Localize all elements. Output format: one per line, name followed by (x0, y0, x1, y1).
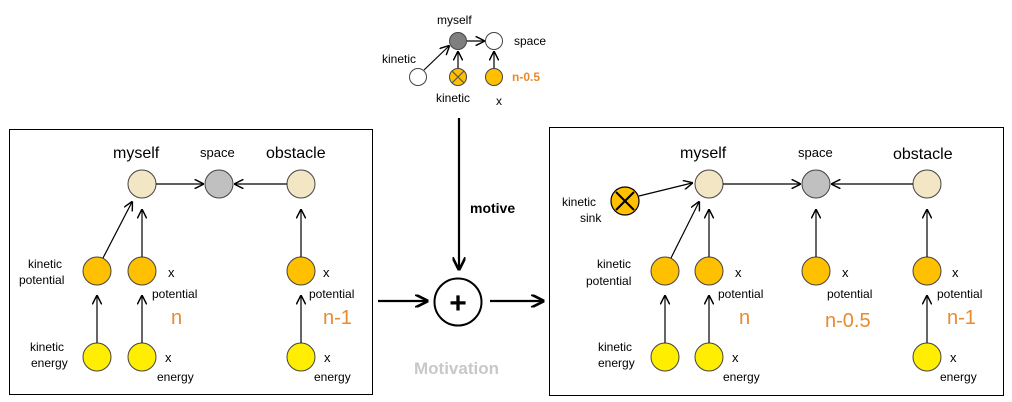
right-obstacle-energy-x: x (950, 350, 957, 365)
left-panel-frame (9, 129, 373, 395)
top-kinetic-sink-node (449, 68, 467, 86)
left-space-label: space (200, 145, 235, 160)
right-x-potential-x: x (735, 265, 742, 280)
right-level-n1: n-1 (947, 307, 976, 329)
left-obstacle-energy-x: x (324, 350, 331, 365)
top-space-node (485, 32, 503, 50)
left-level-n: n (171, 307, 182, 329)
left-obstacle-potential-node (286, 256, 316, 286)
left-obstacle-potential-label: potential (309, 287, 354, 301)
left-x-potential-x: x (168, 265, 175, 280)
right-obstacle-potential-node (912, 256, 942, 286)
right-obstacle-label: obstacle (893, 146, 953, 163)
top-kinetic-bottom-label: kinetic (436, 91, 470, 105)
right-kinetic-energy-node (650, 342, 680, 372)
left-kinetic-potential-node (82, 256, 112, 286)
right-space-node (801, 169, 831, 199)
right-myself-node (694, 169, 724, 199)
right-myself-label: myself (680, 145, 727, 162)
left-obstacle-x: x (323, 265, 330, 280)
right-mid-x: x (842, 265, 849, 280)
left-x-energy-label: energy (157, 370, 194, 384)
right-x-energy-node (694, 342, 724, 372)
center-combiner: motive + Motivation (378, 118, 543, 378)
left-obstacle-node (286, 169, 316, 199)
left-kinetic-energy-node (82, 342, 112, 372)
right-level-n05: n-0.5 (825, 310, 871, 332)
left-myself-label: myself (113, 145, 160, 162)
right-panel-frame (549, 127, 1004, 396)
right-obstacle-energy-node (912, 342, 942, 372)
left-space-node (204, 169, 234, 199)
right-kinetic-energy-label-2: energy (598, 356, 635, 370)
right-obstacle-x: x (952, 265, 959, 280)
right-kinetic-sink-label-1: kinetic (562, 195, 596, 209)
top-kinetic-left-label: kinetic (382, 52, 416, 66)
right-mid-potential-label: potential (827, 287, 872, 301)
right-obstacle-node (912, 169, 942, 199)
top-space-label: space (514, 34, 546, 48)
right-space-label: space (798, 145, 833, 160)
right-kinetic-energy-label-1: kinetic (598, 340, 632, 354)
top-myself-node (449, 32, 467, 50)
top-level-label: n-0.5 (512, 70, 540, 84)
right-kinetic-sink-label-2: sink (580, 211, 602, 225)
right-kinetic-potential-label-1: kinetic (597, 257, 631, 271)
top-myself-label: myself (437, 13, 472, 27)
left-obstacle-energy-node (286, 342, 316, 372)
left-x-potential-node (127, 256, 157, 286)
left-kinetic-potential-label-2: potential (19, 273, 64, 287)
left-myself-node (127, 169, 157, 199)
right-x-energy-label: energy (723, 370, 760, 384)
right-mid-potential-node (801, 256, 831, 286)
right-x-potential-label: potential (718, 287, 763, 301)
left-kinetic-potential-arrow (102, 202, 132, 259)
left-panel: myself space obstacle kinetic potential … (9, 129, 373, 395)
right-kinetic-potential-arrow (670, 202, 699, 259)
left-obstacle-label: obstacle (266, 145, 326, 162)
right-x-potential-node (694, 256, 724, 286)
left-kinetic-energy-label-1: kinetic (30, 340, 64, 354)
top-kinetic-node (409, 68, 427, 86)
left-level-n1: n-1 (323, 307, 352, 329)
left-kinetic-potential-label-1: kinetic (28, 257, 62, 271)
right-kinetic-potential-node (650, 256, 680, 286)
motivation-label: Motivation (414, 359, 499, 378)
right-kinetic-sink-node (610, 186, 640, 216)
left-kinetic-energy-label-2: energy (31, 356, 68, 370)
left-obstacle-energy-label: energy (314, 370, 351, 384)
right-obstacle-potential-label: potential (937, 287, 982, 301)
right-obstacle-energy-label: energy (940, 370, 977, 384)
top-x-label: x (496, 94, 502, 108)
right-sink-arrow (638, 183, 692, 197)
top-x-node (485, 68, 503, 86)
motive-label: motive (470, 200, 515, 216)
right-kinetic-potential-label-2: potential (586, 274, 631, 288)
right-level-n: n (739, 307, 750, 329)
plus-node (433, 277, 483, 327)
top-kinetic-arrow (423, 46, 449, 71)
plus-symbol: + (449, 287, 467, 320)
left-x-energy-node (127, 342, 157, 372)
top-mini-diagram: myself space kinetic kinetic n-0.5 x (382, 13, 546, 108)
right-x-energy-x: x (732, 350, 739, 365)
left-x-energy-x: x (165, 350, 172, 365)
left-x-potential-label: potential (152, 287, 197, 301)
right-panel: myself space obstacle kinetic sink kinet… (549, 127, 1004, 396)
